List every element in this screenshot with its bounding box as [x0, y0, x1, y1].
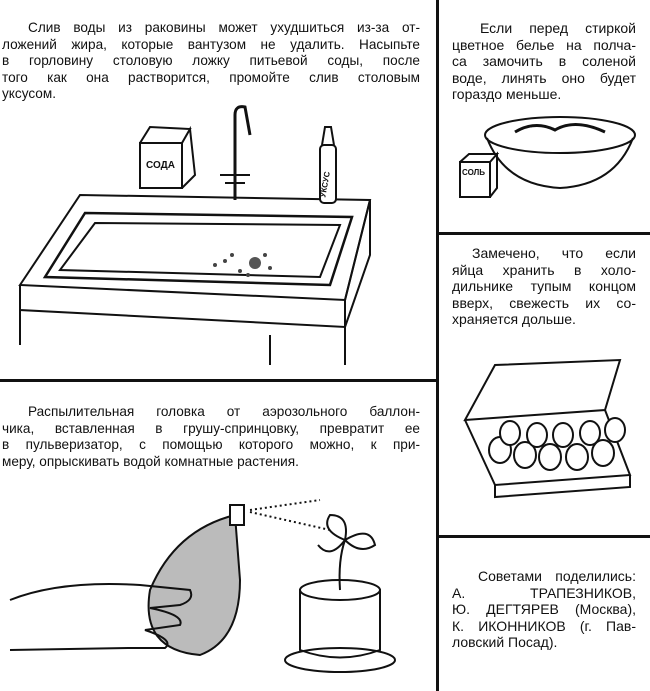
text-line: в пульверизатор, с помощью которого можн… [2, 437, 420, 452]
text-line: Слив воды из раковины может ухудшиться и… [28, 20, 420, 35]
text-line: цветное белье на полча- [452, 36, 636, 53]
text-line: в горловину столовую ложку питьевой соды… [2, 53, 420, 68]
egg-carton-illustration [463, 358, 632, 499]
text-line: дильнике тупым концом [452, 278, 636, 294]
text-line: Советами поделились: [478, 568, 636, 584]
author-name: А. ТРАПЕЗНИКОВ, [452, 584, 636, 601]
text-line: воде, линять оно будет [452, 69, 636, 86]
text-line: того как она растворится, промойте слив … [2, 69, 420, 85]
salt-box-label: СОЛЬ [462, 168, 485, 177]
tip-eggs-text: Замечено, что если яйца хранить в холо- … [452, 245, 636, 328]
soda-box-label: СОДА [146, 160, 175, 171]
column-divider [436, 0, 439, 691]
author-name: Ю. ДЕГТЯРЕВ (Москва), [452, 601, 636, 617]
text-line: меру, опрыскивать водой комнатные растен… [2, 453, 299, 469]
text-line: вверх, свежесть их со- [452, 294, 636, 311]
section-divider [437, 232, 650, 235]
text-line: гораздо меньше. [452, 86, 562, 102]
sink-illustration [18, 105, 372, 365]
text-line: яйца хранить в холо- [452, 261, 636, 278]
section-divider [0, 379, 437, 382]
basin-illustration [459, 116, 636, 198]
text-line: ловский Посад). [452, 634, 558, 650]
text-line: Замечено, что если [472, 245, 636, 261]
text-line: храняется дольше. [452, 311, 576, 327]
credits-text: Советами поделились: А. ТРАПЕЗНИКОВ, Ю. … [452, 568, 636, 651]
tip-sink-text: Слив воды из раковины может ухудшиться и… [2, 20, 420, 103]
text-line: Если перед стиркой [480, 20, 636, 36]
tip-laundry-text: Если перед стиркой цветное белье на полч… [452, 20, 636, 103]
text-line: са замочить в соленой [452, 53, 636, 69]
text-line: Распылительная головка от аэрозольного б… [28, 404, 420, 419]
section-divider [437, 535, 650, 538]
author-name: К. ИКОННИКОВ (г. Пав- [452, 617, 636, 634]
text-line: ложений жира, которые вантузом не удалит… [2, 36, 420, 52]
tip-sprayer-text: Распылительная головка от аэрозольного б… [2, 404, 420, 470]
text-line: чика, вставленная в грушу-спринцовку, пр… [2, 420, 420, 436]
text-line: уксусом. [2, 86, 56, 101]
sprayer-illustration [9, 499, 396, 673]
